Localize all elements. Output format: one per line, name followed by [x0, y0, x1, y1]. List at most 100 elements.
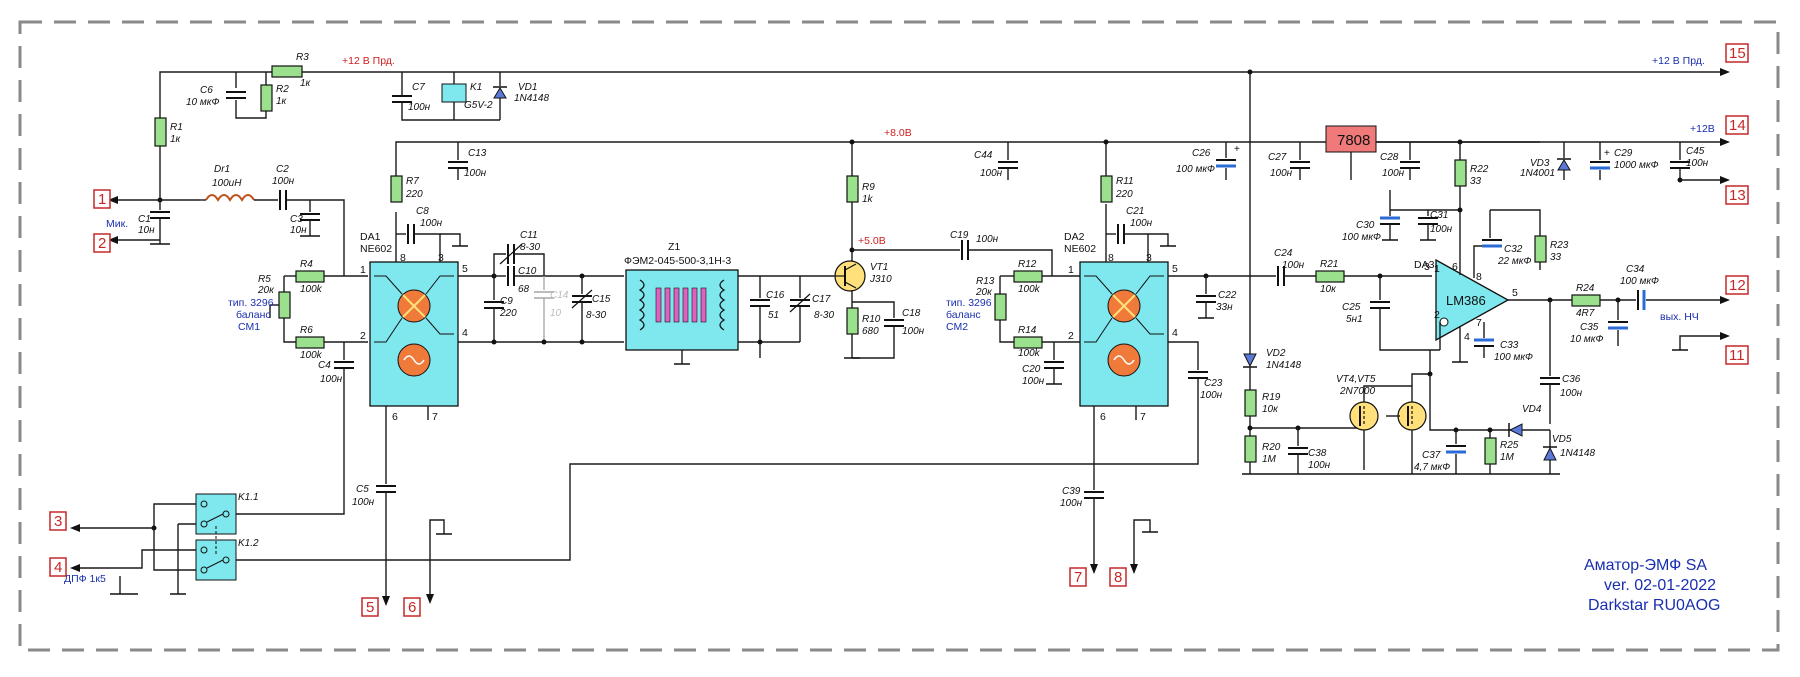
- vd1-name: VD1: [518, 82, 537, 93]
- c26-value: 100 мкФ: [1176, 164, 1215, 175]
- mic-input-section: R1 1к C1 10н Мик. Dr1 100uH C2 100н C3 1…: [106, 100, 345, 276]
- c39-name: C39: [1062, 486, 1081, 497]
- rail-12v-prd: +12 В Прд. +12 В Прд. R3 1к C6 10 мкФ R2…: [159, 52, 1730, 121]
- pin-1: [93, 189, 111, 209]
- connector-pins: 1 2 3 4 5 6 7 8 11 12 13 14 15: [49, 43, 1749, 617]
- pin-6-label: 6: [408, 599, 416, 616]
- c18-value: 100н: [902, 326, 925, 337]
- r3-value: 1к: [300, 78, 312, 89]
- signature-title: Аматор-ЭМФ SA: [1584, 557, 1707, 574]
- r25-value: 1M: [1500, 452, 1515, 463]
- c36-name: C36: [1562, 374, 1581, 385]
- resistor-r13: [994, 293, 1007, 321]
- c6-name: C6: [200, 85, 213, 96]
- c9-value: 220: [499, 308, 517, 319]
- signature-version: ver. 02-01-2022: [1604, 577, 1716, 594]
- c7-name: C7: [412, 82, 425, 93]
- r4-value: 100k: [300, 284, 323, 295]
- filter-z1: [625, 269, 739, 351]
- vd5-part: 1N4148: [1560, 448, 1595, 459]
- da1-pin8: 8: [400, 252, 406, 264]
- da3-pin6: 6: [1452, 261, 1458, 273]
- c22-name: C22: [1218, 290, 1237, 301]
- c24-name: C24: [1274, 248, 1293, 259]
- pin-12: [1725, 275, 1749, 295]
- r11-value: 220: [1115, 189, 1133, 200]
- pin-5-label: 5: [366, 599, 374, 616]
- da2-pin3: 3: [1146, 252, 1152, 264]
- pin-8-label: 8: [1114, 569, 1122, 586]
- r24-value: 4R7: [1576, 308, 1595, 319]
- c31-value: 100н: [1430, 224, 1453, 235]
- tuning-section: C9 220 C11 8-30 C10 68 C14 10 C15 8-30: [458, 230, 624, 345]
- c29-name: C29: [1614, 148, 1633, 159]
- rail-label-5v: +5.0В: [858, 235, 886, 247]
- pin-4-label: 4: [54, 559, 62, 576]
- dr1-value: 100uH: [212, 178, 242, 189]
- r4-name: R4: [300, 259, 313, 270]
- r19-value: 10к: [1262, 404, 1279, 415]
- vox-section: VD2 1N4148 R19 10к R20 1M C38 100н VT4,V…: [1242, 348, 1595, 475]
- c5-value: 100н: [352, 497, 375, 508]
- vt45-part: 2N7000: [1339, 386, 1375, 397]
- pin-7-label: 7: [1074, 569, 1082, 586]
- svg-text:+: +: [1234, 144, 1240, 155]
- c38-value: 100н: [1308, 460, 1331, 471]
- resistor-r1: [154, 117, 167, 147]
- da3-name: DA3: [1414, 259, 1435, 271]
- diode-vd2: [1243, 353, 1257, 368]
- rail-label-12v-prd-right: +12 В Прд.: [1652, 55, 1705, 67]
- rail-label-12v-prd-left: +12 В Прд.: [342, 55, 395, 67]
- vd2-name: VD2: [1266, 348, 1286, 359]
- c15-name: C15: [592, 294, 611, 305]
- pin-15: [1725, 43, 1749, 63]
- da1-pin3: 3: [438, 252, 444, 264]
- resistor-r5: [278, 291, 291, 319]
- signature-author: Darkstar RU0AOG: [1588, 597, 1720, 614]
- balance1-cm: СМ1: [238, 321, 260, 333]
- regulator-7808: [1325, 125, 1377, 153]
- pin-12-label: 12: [1729, 277, 1746, 294]
- r21-name: R21: [1320, 259, 1338, 270]
- c16-name: C16: [766, 290, 785, 301]
- da1-part: NE602: [360, 243, 392, 255]
- c30-value: 100 мкФ: [1342, 232, 1381, 243]
- da2-pin2: 2: [1068, 330, 1074, 342]
- resistor-r4: [295, 270, 325, 283]
- r5-name: R5: [258, 274, 271, 285]
- k1-name: K1: [470, 82, 482, 93]
- da2-pin6: 6: [1100, 411, 1106, 423]
- c34-name: C34: [1626, 264, 1645, 275]
- k1-part: G5V-2: [464, 100, 493, 111]
- r14-name: R14: [1018, 325, 1037, 336]
- da1-section: R4 100k R6 100k R5 20к тип. 3296 баланс …: [196, 141, 1540, 606]
- vd1-part: 1N4148: [514, 93, 549, 104]
- c9-name: C9: [500, 296, 513, 307]
- regulator-label: 7808: [1337, 132, 1370, 149]
- resistor-r14: [1013, 336, 1043, 349]
- pin-5: [361, 597, 379, 617]
- da3-pin7: 7: [1476, 317, 1482, 329]
- vd4-name: VD4: [1522, 404, 1542, 415]
- da1-pin7: 7: [432, 411, 438, 423]
- pin-14-label: 14: [1729, 117, 1746, 134]
- c27-value: 100н: [1270, 168, 1293, 179]
- da3-pin4: 4: [1464, 331, 1470, 343]
- k11-name: K1.1: [238, 492, 259, 503]
- c44-name: C44: [974, 150, 993, 161]
- r3-name: R3: [296, 52, 309, 63]
- c6-value: 10 мкФ: [186, 97, 219, 108]
- da1-pin5: 5: [462, 263, 468, 275]
- c19-value: 100н: [976, 234, 999, 245]
- vt1-part: J310: [869, 274, 892, 285]
- r9-value: 1k: [862, 194, 874, 205]
- pin-15-label: 15: [1729, 45, 1746, 62]
- vd5-name: VD5: [1552, 434, 1572, 445]
- pin-1-label: 1: [98, 191, 106, 208]
- c30-name: C30: [1356, 220, 1375, 231]
- vd3-part: 1N4001: [1520, 168, 1555, 179]
- da3-pin3: 3: [1424, 261, 1430, 273]
- da1-name: DA1: [360, 231, 381, 243]
- r22-value: 33: [1470, 176, 1482, 187]
